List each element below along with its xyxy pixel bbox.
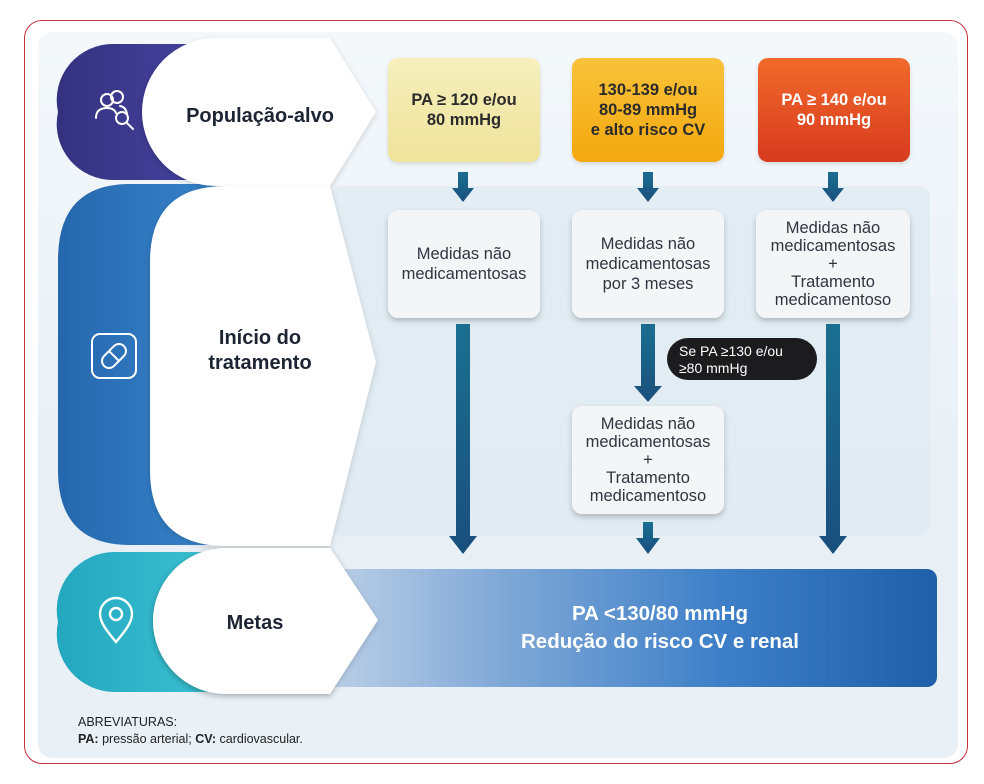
- treatment-col2-line2: medicamentosas: [585, 255, 711, 273]
- population-label: População-alvo: [186, 105, 334, 127]
- abbreviations: ABREVIATURAS: PA: pressão arterial; CV: …: [78, 714, 303, 748]
- row-population-cap: [142, 38, 376, 186]
- treatment-col2b-line1: Medidas não: [600, 415, 696, 433]
- goals-band: [325, 569, 937, 687]
- row-treatment-cap: [150, 186, 376, 546]
- treatment-box-col2-second: Medidas não medicamentosas + Tratamento …: [572, 406, 724, 514]
- location-pin-icon: [98, 596, 134, 644]
- treatment-col1-line2: medicamentosas: [401, 265, 527, 283]
- goals-text: PA <130/80 mmHg Redução do risco CV e re…: [440, 600, 880, 656]
- arrow-col1-long: [449, 324, 477, 554]
- condition-badge: Se PA ≥130 e/ou ≥80 mmHg: [667, 338, 817, 380]
- treatment-col2b-line4: Tratamento: [606, 469, 690, 487]
- arrow-col3-long: [819, 324, 847, 554]
- population-box-2-line1: 130-139 e/ou: [598, 81, 698, 99]
- abbr-cv-value: cardiovascular.: [216, 732, 303, 746]
- abbr-cv-key: CV:: [195, 732, 217, 746]
- population-box-1-line1: PA ≥ 120 e/ou: [411, 91, 517, 109]
- goals-line1: PA <130/80 mmHg: [571, 602, 749, 625]
- arrow-col1-top: [452, 172, 474, 202]
- treatment-label-line2: tratamento: [208, 352, 312, 374]
- treatment-label: Início do tratamento: [170, 326, 350, 376]
- abbr-pa-value: pressão arterial;: [98, 732, 196, 746]
- people-search-icon: [95, 90, 134, 130]
- arrow-col2-top: [637, 172, 659, 202]
- population-box-3-line1: PA ≥ 140 e/ou: [781, 91, 887, 109]
- treatment-col2b-line3: +: [643, 451, 653, 469]
- treatment-col3-line2: medicamentosas: [770, 237, 896, 255]
- abbr-pa-key: PA:: [78, 732, 99, 746]
- population-box-1-line2: 80 mmHg: [426, 111, 502, 129]
- population-box-2: 130-139 e/ou 80-89 mmHg e alto risco CV: [572, 58, 724, 162]
- population-box-3: PA ≥ 140 e/ou 90 mmHg: [758, 58, 910, 162]
- condition-line2: ≥80 mmHg: [679, 360, 748, 376]
- treatment-col3-line1: Medidas não: [785, 219, 881, 237]
- abbreviations-title: ABREVIATURAS:: [78, 715, 178, 729]
- abbreviations-list: PA: pressão arterial; CV: cardiovascular…: [78, 731, 303, 748]
- condition-line1: Se PA ≥130 e/ou: [679, 343, 783, 359]
- goals-label-overlay: Metas: [226, 612, 284, 634]
- population-box-1: PA ≥ 120 e/ou 80 mmHg: [388, 58, 540, 162]
- treatment-box-col3: Medidas não medicamentosas + Tratamento …: [756, 210, 910, 318]
- population-box-2-line3: e alto risco CV: [590, 121, 706, 139]
- treatment-label-line1: Início do: [218, 327, 302, 349]
- treatment-col2b-line5: medicamentoso: [589, 487, 707, 505]
- treatment-col2-line3: por 3 meses: [602, 275, 694, 293]
- treatment-box-col2: Medidas não medicamentosas por 3 meses: [572, 210, 724, 318]
- arrow-col3-top: [822, 172, 844, 202]
- treatment-col3-line3: +: [828, 255, 838, 273]
- population-box-2-line2: 80-89 mmHg: [598, 101, 698, 119]
- arrow-col2-bottom: [636, 522, 660, 554]
- treatment-col1-line1: Medidas não: [416, 245, 512, 263]
- goals-line2: Redução do risco CV e renal: [521, 630, 799, 653]
- pill-icon: [91, 333, 137, 379]
- treatment-col3-line5: medicamentoso: [774, 291, 892, 309]
- treatment-col3-line4: Tratamento: [791, 273, 875, 291]
- arrow-col2-mid: [634, 324, 662, 402]
- population-box-3-line2: 90 mmHg: [796, 111, 872, 129]
- treatment-col2-line1: Medidas não: [600, 235, 696, 253]
- treatment-col2b-line2: medicamentosas: [585, 433, 711, 451]
- treatment-box-col1: Medidas não medicamentosas: [388, 210, 540, 318]
